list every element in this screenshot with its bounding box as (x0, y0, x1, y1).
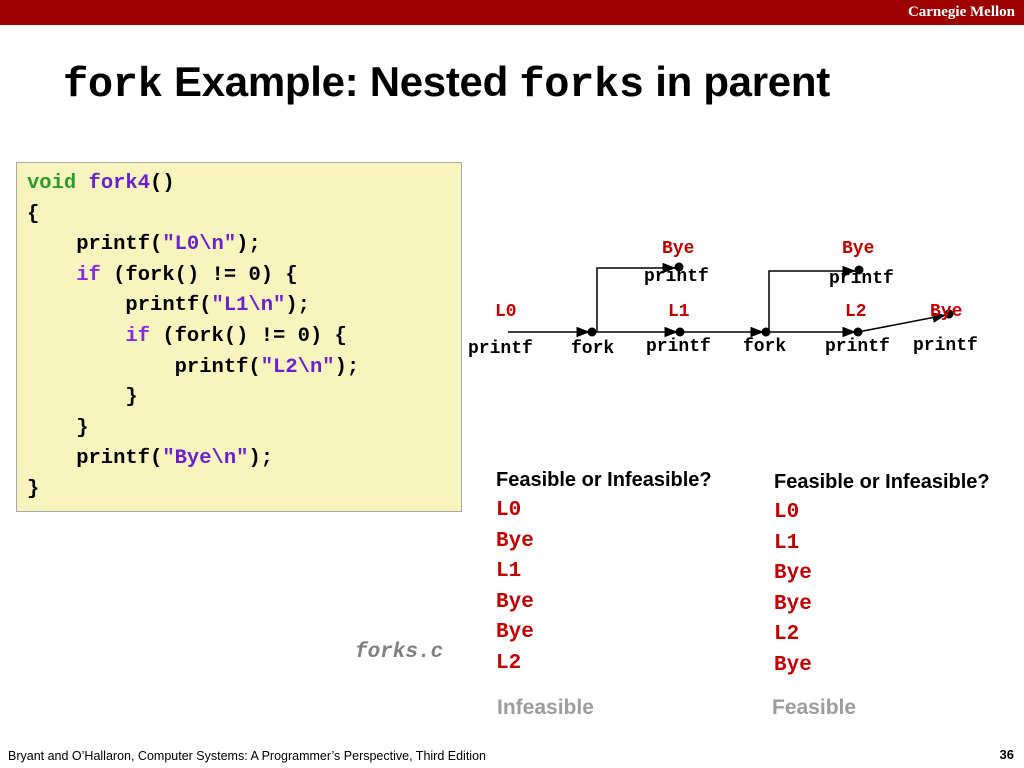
code-filename: forks.c (355, 641, 444, 664)
code-token: void (27, 172, 77, 195)
code-token: fork4 (88, 172, 151, 195)
graph-op-fork-1: fork (571, 339, 615, 359)
graph-label-bye-main: Bye (930, 302, 963, 322)
code-token: ); (334, 355, 360, 379)
code-line: if (fork() != 0) { (27, 324, 347, 348)
question-2-sequence: L0 L1 Bye Bye L2 Bye (774, 498, 812, 682)
question-1-item: L2 (496, 651, 522, 675)
question-1-item: Bye (496, 621, 534, 645)
question-1-answer: Infeasible (497, 696, 594, 719)
code-token: if (76, 263, 101, 287)
node-printf-bye-main (944, 309, 954, 319)
code-token: printf( (27, 294, 212, 318)
code-box: void fork4() { printf("L0\n"); if (fork(… (16, 162, 462, 664)
question-1-item: Bye (496, 529, 534, 553)
node-printf-l1 (675, 327, 685, 337)
code-listing: void fork4() { printf("L0\n"); if (fork(… (27, 169, 359, 506)
graph-op-printf-2: printf (646, 337, 711, 357)
graph-op-printf-child1: printf (644, 267, 709, 287)
graph-op-printf-4: printf (913, 336, 978, 356)
code-token: if (125, 324, 151, 348)
code-token (76, 172, 88, 195)
node-fork-1 (587, 327, 597, 337)
graph-op-fork-2: fork (743, 337, 787, 357)
code-token: ); (285, 294, 310, 318)
question-1-item: Bye (496, 590, 534, 614)
graph-op-printf-3: printf (825, 337, 890, 357)
process-graph-lines (508, 262, 954, 338)
title-part-1: fork (63, 61, 163, 109)
code-token: "L0\n" (162, 233, 237, 257)
code-token: } (27, 416, 89, 440)
slide-title: fork Example: Nested forks in parent (63, 58, 830, 109)
code-token: (fork() != 0) { (100, 263, 298, 287)
question-2-item: L1 (774, 531, 800, 555)
code-line: printf("Bye\n"); (27, 447, 273, 470)
question-1-sequence: L0 Bye L1 Bye Bye L2 (496, 496, 534, 680)
title-part-3: forks (519, 61, 644, 109)
code-line: printf("L0\n"); (27, 233, 261, 256)
code-token (27, 325, 125, 348)
edge-main-5 (857, 312, 947, 333)
node-printf-bye-child1 (674, 262, 684, 272)
graph-label-bye-child1: Bye (662, 239, 695, 259)
code-token (27, 264, 76, 287)
graph-op-printf-1: printf (468, 339, 533, 359)
footer-citation: Bryant and O’Hallaron, Computer Systems:… (8, 749, 486, 763)
edge-child-2 (768, 265, 856, 332)
edge-child-1 (596, 262, 676, 332)
graph-label-l0: L0 (495, 302, 517, 322)
question-1-heading: Feasible or Infeasible? (496, 469, 712, 491)
code-line: printf("L2\n"); (27, 355, 360, 379)
question-2-item: Bye (774, 653, 812, 677)
graph-label-l2: L2 (845, 302, 867, 322)
page-number: 36 (999, 747, 1014, 762)
graph-op-printf-child2: printf (829, 269, 894, 289)
code-token: "Bye\n" (162, 447, 249, 471)
question-2-heading: Feasible or Infeasible? (774, 471, 990, 493)
code-token: { (27, 202, 40, 226)
code-token: printf( (27, 355, 261, 379)
node-fork-2 (761, 327, 771, 337)
node-printf-l2 (853, 327, 863, 337)
question-1-item: L0 (496, 499, 522, 522)
code-token: ); (236, 233, 261, 257)
node-printf-bye-child2 (854, 265, 864, 275)
code-line: if (fork() != 0) { (27, 263, 298, 287)
code-token: (fork() != 0) { (150, 324, 347, 348)
title-part-2: Example: Nested (162, 58, 520, 105)
code-token: } (27, 386, 138, 410)
code-token: "L1\n" (211, 294, 286, 318)
code-token: () (150, 172, 175, 195)
code-line: } (27, 478, 39, 501)
question-2-item: Bye (774, 592, 812, 616)
question-1-item: L1 (496, 560, 522, 584)
code-token: } (27, 477, 40, 501)
graph-label-l1: L1 (668, 302, 690, 322)
code-line: void fork4() (27, 172, 175, 195)
question-2-item: L0 (774, 501, 800, 524)
code-token: printf( (27, 233, 163, 257)
graph-label-bye-child2: Bye (842, 239, 875, 259)
title-part-4: in parent (643, 58, 830, 105)
code-token: printf( (27, 447, 163, 471)
code-token: ); (248, 447, 274, 471)
brand-label: Carnegie Mellon (907, 4, 1015, 20)
header-bar: Carnegie Mellon (0, 0, 1024, 25)
code-line: } (27, 416, 89, 440)
question-2-item: Bye (774, 562, 812, 586)
question-2-answer: Feasible (772, 696, 857, 719)
code-line: { (27, 203, 39, 226)
code-line: printf("L1\n"); (27, 294, 310, 317)
code-token: "L2\n" (260, 355, 335, 379)
code-line: } (27, 386, 138, 410)
question-2-item: L2 (774, 623, 800, 647)
